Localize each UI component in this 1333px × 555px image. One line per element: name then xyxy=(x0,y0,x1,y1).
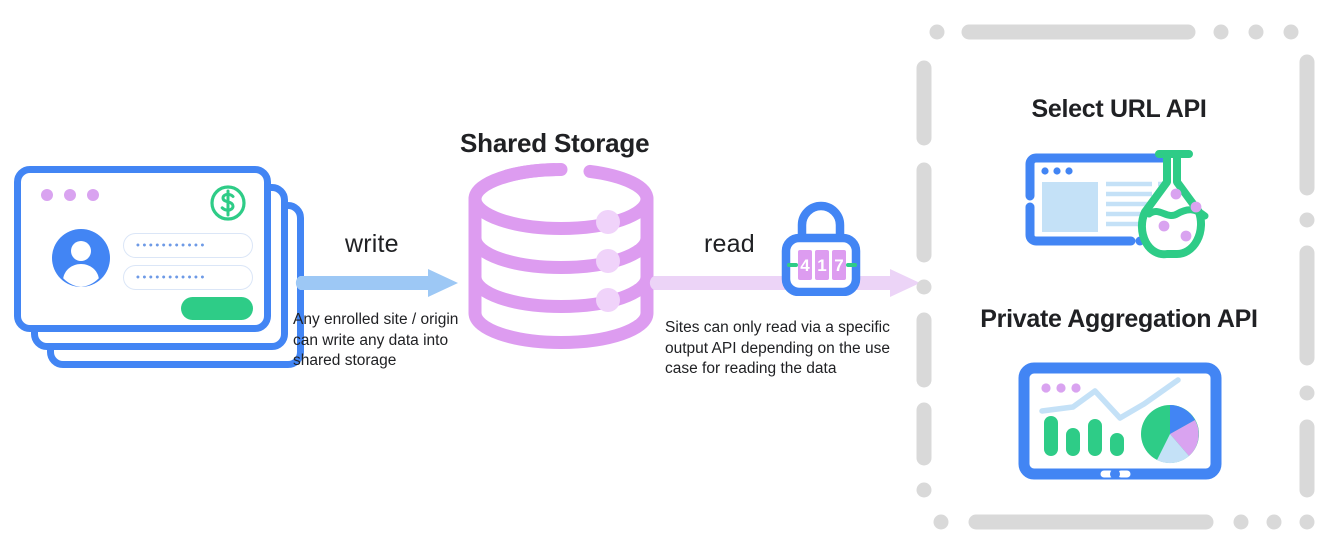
svg-text:1: 1 xyxy=(817,256,826,275)
combination-lock-icon: 4 1 7 xyxy=(781,201,861,296)
window-dot-icon xyxy=(87,189,99,201)
site-stack: ••••••••••• ••••••••••• xyxy=(14,166,304,368)
write-arrow-icon xyxy=(295,269,458,297)
output-api-panel: Select URL API xyxy=(916,10,1322,544)
read-arrow-label: read xyxy=(704,230,755,258)
shared-storage-title: Shared Storage xyxy=(460,128,650,158)
svg-text:4: 4 xyxy=(800,256,810,275)
username-field[interactable]: ••••••••••• xyxy=(123,233,253,258)
analytics-dashboard-icon xyxy=(1018,362,1222,480)
select-url-api-title: Select URL API xyxy=(1031,95,1207,123)
dollar-coin-icon xyxy=(210,185,246,221)
dashed-border xyxy=(916,24,1315,530)
window-dot-icon xyxy=(41,189,53,201)
read-caption: Sites can only read via a specific outpu… xyxy=(665,319,890,377)
shared-storage-database-icon xyxy=(468,163,654,350)
svg-text:7: 7 xyxy=(834,256,843,275)
write-arrow-label: write xyxy=(345,230,399,258)
browser-flask-icon xyxy=(1025,150,1209,259)
write-caption: Any enrolled site / origin can write any… xyxy=(293,311,459,369)
password-field[interactable]: ••••••••••• xyxy=(123,265,253,290)
window-dot-icon xyxy=(64,189,76,201)
username-masked-value: ••••••••••• xyxy=(136,239,207,251)
private-aggregation-api-title: Private Aggregation API xyxy=(980,305,1258,333)
password-masked-value: ••••••••••• xyxy=(136,271,207,283)
site-card-front: ••••••••••• ••••••••••• xyxy=(14,166,271,332)
user-avatar-icon xyxy=(52,229,110,287)
submit-button[interactable] xyxy=(181,297,253,320)
window-dots xyxy=(41,189,99,201)
